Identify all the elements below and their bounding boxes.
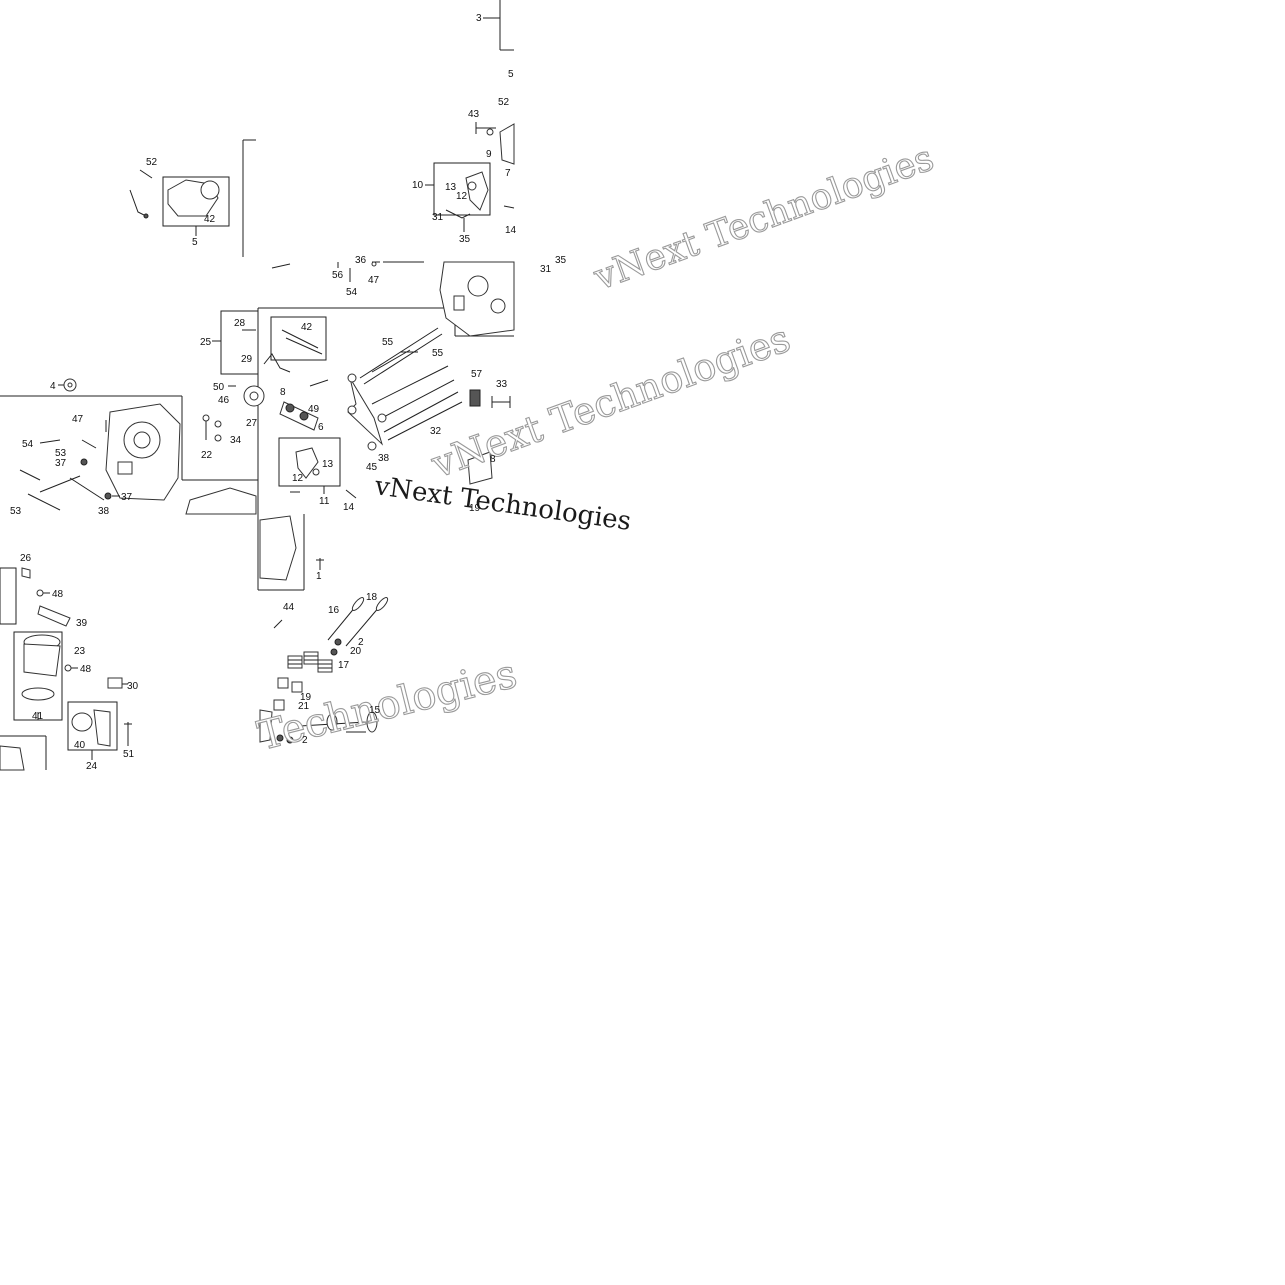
- callout-label: 39: [76, 618, 88, 629]
- callout-label: 41: [32, 711, 44, 722]
- callout-label: 10: [412, 180, 424, 191]
- callout-label: 27: [246, 418, 258, 429]
- callout-label: 34: [230, 435, 242, 446]
- callout-labels: 3 5 52 43 9 7 10 13 12 31 35 14 52 42 5 …: [10, 13, 567, 772]
- callout-label: 23: [74, 646, 86, 657]
- callout-label: 24: [86, 761, 98, 772]
- callout-label: 53: [55, 448, 67, 459]
- callout-label: 20: [350, 646, 362, 657]
- group-box-10: [433, 162, 491, 216]
- callout-label: 43: [468, 109, 480, 120]
- callout-label: 31: [432, 212, 444, 223]
- callout-label: 54: [346, 287, 358, 298]
- callout-label: 45: [366, 462, 378, 473]
- callout-label: 28: [234, 318, 246, 329]
- callout-label: 8: [280, 387, 286, 398]
- callout-label: 26: [20, 553, 32, 564]
- cylinder-head-part: [439, 261, 515, 337]
- watermark: vNext Technologies vNext Technologies vN…: [253, 137, 940, 760]
- callout-label: 48: [80, 664, 92, 675]
- callout-label: 30: [127, 681, 139, 692]
- callout-label: 42: [301, 322, 313, 333]
- callout-label: 11: [319, 496, 330, 507]
- callout-label: 55: [432, 348, 444, 359]
- callout-label: 37: [55, 458, 67, 469]
- engine-block-part: [259, 515, 297, 581]
- callout-label: 49: [308, 404, 320, 415]
- callout-label: 12: [292, 473, 304, 484]
- tile-lower: [0, 514, 389, 771]
- tile-top: [129, 0, 515, 257]
- callout-label: 14: [505, 225, 517, 236]
- callout-label: 44: [283, 602, 295, 613]
- rocker-arm-part: [347, 377, 384, 446]
- callout-label: 35: [555, 255, 567, 266]
- callout-label: 8: [490, 454, 496, 465]
- watermark-text: vNext Technologies: [425, 316, 796, 487]
- callout-label: 6: [318, 422, 324, 433]
- callout-label: 36: [355, 255, 367, 266]
- callout-label: 19: [469, 503, 481, 514]
- valve-springs-part: [287, 651, 333, 673]
- watermark-text: vNext Technologies: [372, 471, 633, 537]
- callout-label: 19: [300, 692, 312, 703]
- callout-label: 50: [213, 382, 225, 393]
- callout-label: 38: [98, 506, 110, 517]
- callout-label: 25: [200, 337, 212, 348]
- callout-label: 32: [430, 426, 442, 437]
- callout-label: 12: [456, 191, 468, 202]
- callout-label: 1: [316, 571, 322, 582]
- callout-label: 29: [241, 354, 253, 365]
- callout-label: 47: [72, 414, 84, 425]
- callout-label: 40: [74, 740, 86, 751]
- callout-label: 4: [50, 381, 56, 392]
- gasket-part: [200, 180, 220, 200]
- callout-label: 13: [445, 182, 457, 193]
- callout-label: 31: [540, 264, 552, 275]
- callout-label: 51: [123, 749, 135, 760]
- callout-label: 54: [22, 439, 34, 450]
- callout-label: 21: [298, 701, 310, 712]
- callout-label: 53: [10, 506, 22, 517]
- watermark-text: vNext Technologies: [588, 138, 939, 299]
- callout-label: 48: [52, 589, 64, 600]
- callout-label: 9: [486, 149, 492, 160]
- callout-label: 14: [343, 502, 355, 513]
- callout-label: 16: [328, 605, 340, 616]
- callout-label: 2: [302, 735, 308, 746]
- callout-label: 35: [459, 234, 471, 245]
- callout-label: 38: [378, 453, 390, 464]
- callout-label: 5: [508, 69, 514, 80]
- callout-label: 15: [369, 705, 381, 716]
- callout-label: 52: [498, 97, 510, 108]
- callout-label: 42: [204, 214, 216, 225]
- callout-label: 55: [382, 337, 394, 348]
- callout-label: 2: [358, 637, 364, 648]
- bracket-part: [465, 171, 489, 211]
- callout-label: 3: [476, 13, 482, 24]
- callout-label: 47: [368, 275, 380, 286]
- callout-label: 56: [332, 270, 344, 281]
- callout-label: 57: [471, 369, 483, 380]
- callout-label: 22: [201, 450, 213, 461]
- callout-label: 13: [322, 459, 334, 470]
- callout-label: 18: [366, 592, 378, 603]
- callout-label: 7: [505, 168, 511, 179]
- callout-label: 5: [192, 237, 198, 248]
- callout-label: 52: [146, 157, 158, 168]
- callout-label: 33: [496, 379, 508, 390]
- callout-label: 37: [121, 492, 133, 503]
- callout-label: 46: [218, 395, 230, 406]
- callout-label: 17: [338, 660, 350, 671]
- tile-middle: [0, 261, 515, 515]
